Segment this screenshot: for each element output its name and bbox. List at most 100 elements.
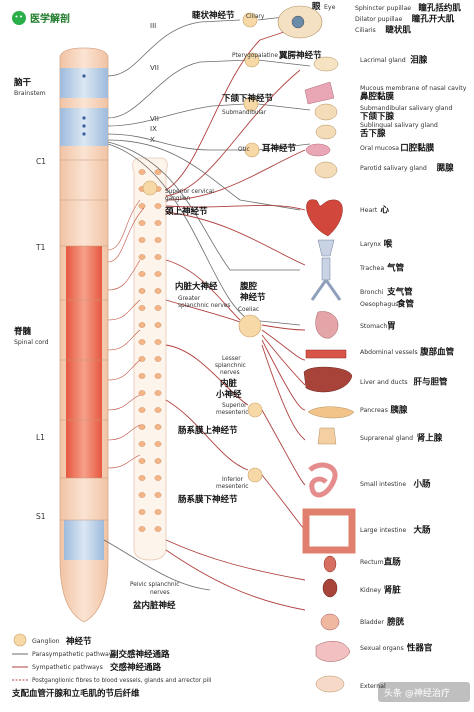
organ-label-en: Submandibular salivary gland [360,105,452,112]
gsn-en2: splanchnic nerves [178,303,230,309]
submandibular-ganglion [243,96,259,112]
organ-label-cn: 鼻腔黏膜 [360,91,395,102]
chain-ganglion-dot [138,237,146,243]
spinal-cn-label: 脊髓 [13,326,32,337]
parasympathetic-pathways [103,13,311,591]
organ-label-cn: 肝与胆管 [414,377,449,388]
organ-label-en: Eye [324,4,336,11]
cn-ix-label: IX [150,125,157,133]
infmes-en2: mesenteric [216,484,249,490]
header-title: 医学解剖 [30,12,70,25]
organ-label-en: Bronchi [360,289,384,296]
chain-ganglion-dot [154,254,162,260]
cn-iii-label: III [150,22,156,30]
celiac-cn2: 神经节 [240,292,266,303]
spinal-cord [59,47,109,623]
liver-illustration [303,366,353,393]
chain-ganglion-dot [138,407,146,413]
superior-mesenteric-ganglion [247,402,263,418]
chain-ganglion-dot [138,203,146,209]
nasal-mucosa-illustration [304,81,335,105]
sublingual-gland-illustration [315,124,337,140]
organ-label-cn: 口腔黏膜 [400,143,435,154]
organ-label-en: External [360,683,386,690]
otic-cn: 耳神经节 [262,143,297,154]
watermark: 头条 @神经治疗 [384,687,450,699]
pelvic-en1: Pelvic splanchnic [130,582,179,588]
pterygo-en: Pterygopalatine [232,53,278,59]
chain-ganglion-dot [154,339,162,345]
chain-ganglion-dot [138,339,146,345]
organ-label-cn: 肾脏 [384,585,402,596]
lsn-en2: splanchnic [215,363,246,369]
organ-label-cn: 气管 [386,263,405,274]
chain-ganglion-dot [138,322,146,328]
organ-label-cn: 腮腺 [436,163,455,174]
organ-label-cn: 喉 [384,239,393,250]
ciliary-en: Ciliary [246,14,265,20]
legend-post-en: Postganglionic fibres to blood vessels, … [32,678,212,684]
legend-ganglion-en: Ganglion [32,638,60,645]
bladder-illustration [320,613,340,631]
chain-ganglion-dot [154,271,162,277]
chain-ganglion-dot [138,220,146,226]
gsn-en1: Greater [178,296,201,302]
chain-ganglion-dot [154,356,162,362]
spinal-en-label: Spinal cord [14,339,49,346]
chain-ganglion-dot [138,254,146,260]
bronchi-illustration [310,279,342,301]
otic-en: Otic [238,147,250,153]
pterygopalatine-ganglion [244,52,260,68]
chain-ganglion-dot [154,475,162,481]
submand-en: Submandibular [222,110,267,116]
chain-ganglion-dot [154,288,162,294]
chain-ganglion-dot [138,305,146,311]
chain-ganglion-dot [154,322,162,328]
coeliac-ganglion [238,314,262,338]
supcerv-cn: 颈上神经节 [164,206,208,217]
organ-label-en: Sexual organs [360,645,404,652]
chain-ganglion-dot [154,458,162,464]
organ-label-cn: 眼 [312,2,321,12]
organ-label-cn: 胃 [387,322,396,332]
organ-label-en: Trachea [359,265,384,272]
chain-ganglion-dot [138,288,146,294]
pterygo-cn: 翼腭神经节 [278,50,322,61]
ganglia [142,12,263,483]
legend-post-cn: 支配血管汗腺和立毛肌的节后纤维 [11,688,140,699]
lsn-cn2: 小神经 [215,389,242,400]
chain-ganglion-dot [138,424,146,430]
chain-ganglion-dot [154,220,162,226]
larynx-illustration [317,239,335,257]
organ-label-en: Rectum [360,559,384,566]
celiac-cn1: 腹腔 [239,281,258,292]
chain-ganglion-dot [154,237,162,243]
organ-label-cn: 胰腺 [389,405,408,416]
organ-label-cn: 食管 [397,299,415,310]
external-illustration [315,675,345,693]
chain-ganglion-dot [138,475,146,481]
legend-ganglion-cn: 神经节 [66,636,92,647]
chain-ganglion-dot [154,169,162,175]
sympathetic-pathways [165,19,321,611]
chain-ganglion-dot [138,492,146,498]
trachea-illustration [321,257,331,281]
supcerv-en1: Superior cervical [165,189,214,195]
sympathetic-chain [107,157,168,561]
organ-label-en: Parotid salivary gland [360,165,427,172]
chain-ganglion-dot [138,373,146,379]
organ-label-en: Larynx [360,241,381,248]
heart-illustration [306,199,343,237]
pelvic-cn: 盆内脏神经 [132,600,176,611]
superior-cervical-ganglion [142,180,158,196]
organ-label-en: Kidney [360,587,381,594]
ciliary-ganglion [242,12,258,28]
inferior-mesenteric-ganglion [247,467,263,483]
chain-ganglion-dot [138,526,146,532]
organ-label-en: Stomach [360,323,387,330]
stomach-illustration [315,311,339,339]
infmes-cn: 肠系膜下神经节 [177,494,238,505]
legend-symp-en: Sympathetic pathways [32,664,103,671]
